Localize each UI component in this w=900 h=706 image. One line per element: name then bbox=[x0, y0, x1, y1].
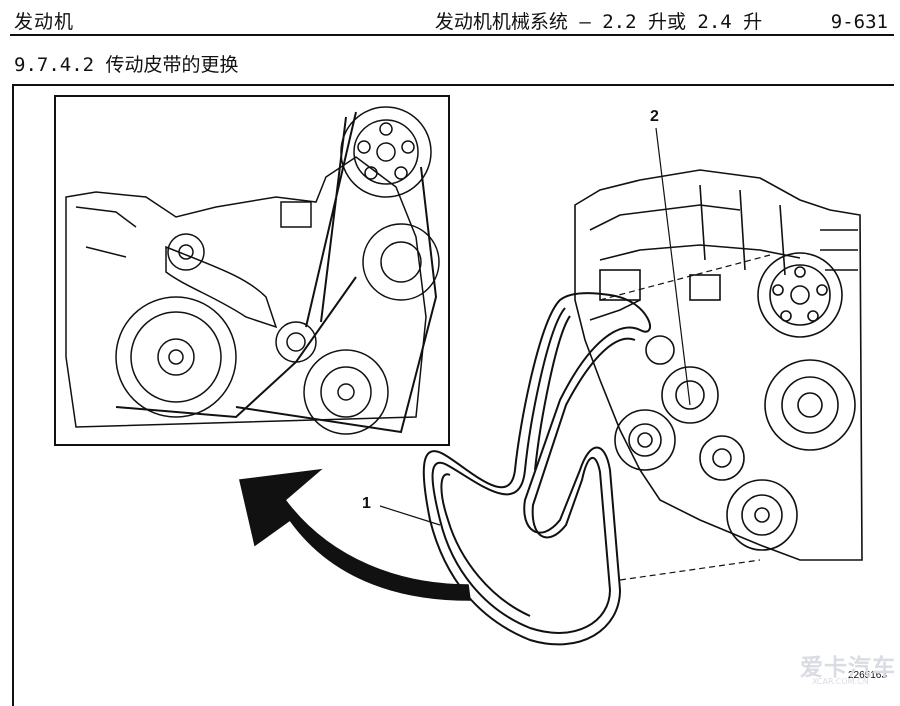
inset-belt-segment-bottom bbox=[115, 276, 357, 419]
callout-1-leader bbox=[379, 505, 441, 526]
inset-belt-segment-right bbox=[235, 166, 438, 434]
inset-detail-view bbox=[54, 95, 450, 446]
callout-2-leader bbox=[655, 127, 691, 406]
page-number: 9-631 bbox=[830, 11, 888, 33]
watermark-logo: 爱卡汽车 bbox=[800, 655, 896, 681]
header-right: 发动机机械系统 – 2.2 升或 2.4 升 9-631 bbox=[435, 7, 888, 34]
engine-block-drawing bbox=[574, 169, 863, 561]
inset-belt-routing-drawing bbox=[65, 106, 440, 435]
serpentine-belt bbox=[422, 292, 651, 646]
section-number: 9.7.4.2 bbox=[14, 54, 95, 76]
engine-pulleys bbox=[614, 252, 856, 551]
section-system-title: 发动机机械系统 – 2.2 升或 2.4 升 bbox=[434, 11, 763, 33]
inset-belt-segment-left bbox=[305, 111, 357, 328]
leader-lines bbox=[379, 127, 771, 581]
callout-label-1: 1 bbox=[362, 495, 371, 512]
page-header: 发动机 发动机机械系统 – 2.2 升或 2.4 升 9-631 bbox=[0, 0, 900, 36]
section-heading: 9.7.4.2 传动皮带的更换 bbox=[14, 50, 239, 77]
section-title-text: 传动皮带的更换 bbox=[105, 54, 239, 76]
figure-id: 2265163 bbox=[848, 670, 887, 681]
belt-routing-dash-bottom bbox=[619, 559, 761, 581]
header-rule bbox=[10, 34, 894, 36]
callout-label-2: 2 bbox=[650, 108, 659, 125]
watermark-url: XCAR.COM.CN bbox=[812, 677, 869, 686]
chapter-title: 发动机 bbox=[14, 11, 75, 33]
figure-frame bbox=[12, 84, 894, 706]
removal-arrow bbox=[239, 468, 471, 601]
